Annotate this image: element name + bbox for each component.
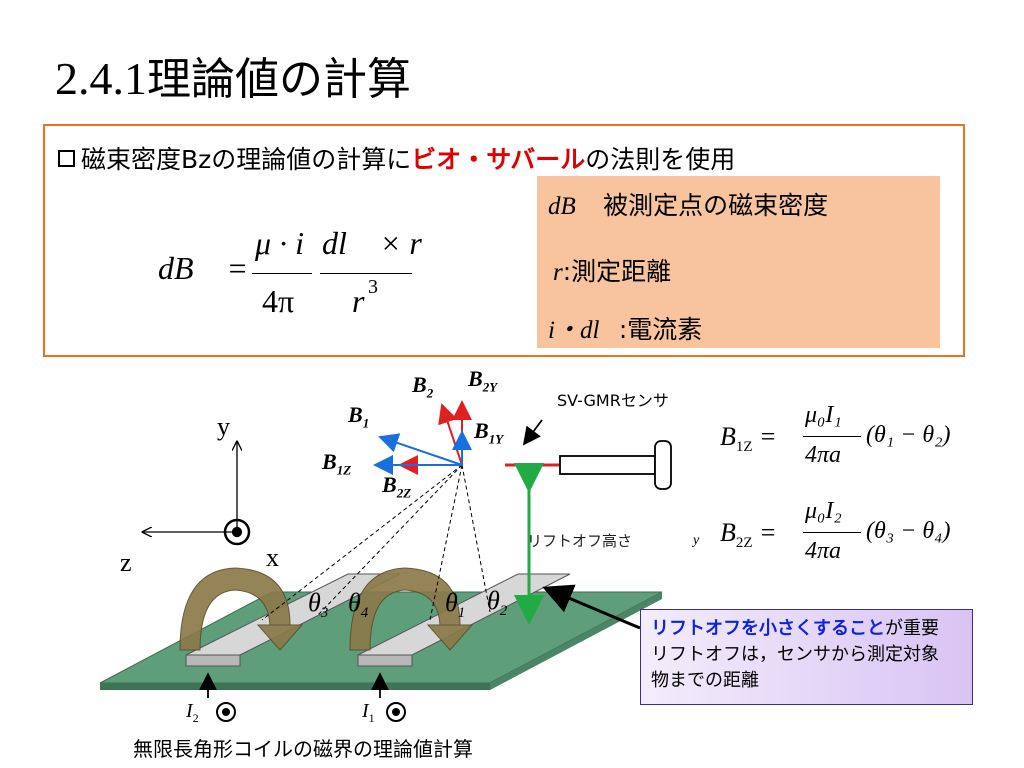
formula-lhs: dB⃗ = (158, 250, 249, 286)
fraction-bar-2 (320, 273, 412, 274)
bullet-line: 磁束密度Bzの理論値の計算にビオ・サバールの法則を使用 (58, 140, 735, 176)
theta-2: θ2 (487, 586, 508, 620)
definition-text: 被測定点の磁束密度 (603, 191, 829, 220)
bullet-highlight: ビオ・サバール (411, 145, 586, 174)
formula-num2: dl⃗ × r⃗ (322, 225, 447, 261)
current-i2-label: I2 (186, 700, 199, 725)
formula-num1: μ · i (255, 225, 304, 261)
axis-z-label: z (120, 548, 132, 577)
square-bullet-icon (58, 150, 75, 167)
definition-row-db: dB⃗ 被測定点の磁束密度 (548, 186, 828, 222)
liftoff-callout: リフトオフを小さくすることが重要 リフトオフは，センサから測定対象 物までの距離 (640, 609, 973, 705)
definitions-box (537, 176, 940, 348)
definition-symbol: r (553, 259, 563, 286)
magnetic-field-arc-2 (179, 567, 304, 651)
gmr-sensor (505, 419, 672, 490)
fraction-bar-1 (252, 273, 312, 274)
label-b2z: B2Z (382, 472, 412, 501)
liftoff-label: リフトオフ高さ (527, 532, 633, 550)
definition-text: :測定距離 (562, 257, 672, 286)
page-title: 2.4.1理論値の計算 (55, 56, 411, 102)
definition-row-r: r:測定距離 (553, 252, 671, 288)
title-number: 2.4.1 (55, 53, 147, 104)
current-i1-label: I1 (362, 700, 375, 725)
definition-symbol: dB⃗ (548, 193, 596, 220)
formula-den2: r (352, 283, 365, 319)
magnetic-field-arc-1 (349, 567, 474, 651)
theta-1: θ1 (445, 588, 466, 622)
field-vectors (373, 400, 472, 475)
plate-edge (100, 683, 490, 690)
diagram-caption: 無限長角形コイルの磁界の理論値計算 (133, 737, 473, 761)
vector-b2 (438, 403, 463, 466)
definition-text: :電流素 (618, 315, 703, 344)
bullet-text-post: の法則を使用 (585, 145, 736, 174)
definition-row-i: i・dl⃗:電流素 (548, 310, 702, 346)
bullet-text-pre: 磁束密度Bzの理論値の計算に (81, 145, 412, 174)
label-b1y: B1Y (474, 418, 504, 447)
axis-x-label: x (266, 543, 279, 572)
label-b2: B2 (412, 372, 434, 401)
callout-arrow (542, 584, 641, 630)
label-b2y: B2Y (468, 366, 498, 395)
label-b1z: B1Z (322, 449, 352, 478)
title-text: 理論値の計算 (147, 54, 411, 105)
coordinate-axes (143, 442, 251, 546)
sensor-label: SV-GMRセンサ (557, 391, 669, 410)
angle-lines (261, 464, 491, 621)
label-b1: B1 (348, 402, 370, 431)
explanation-box (43, 124, 965, 357)
callout-highlight: リフトオフを小さくすること (651, 618, 885, 639)
theta-4: θ4 (348, 588, 369, 622)
axis-y-label: y (217, 412, 230, 441)
formula-exp: 3 (368, 276, 378, 298)
definition-symbol: i・dl⃗ (548, 317, 619, 344)
theta-3: θ3 (308, 588, 329, 622)
formula-den1: 4π (262, 283, 295, 319)
vector-b1 (378, 433, 463, 466)
current-arrows (199, 672, 406, 722)
